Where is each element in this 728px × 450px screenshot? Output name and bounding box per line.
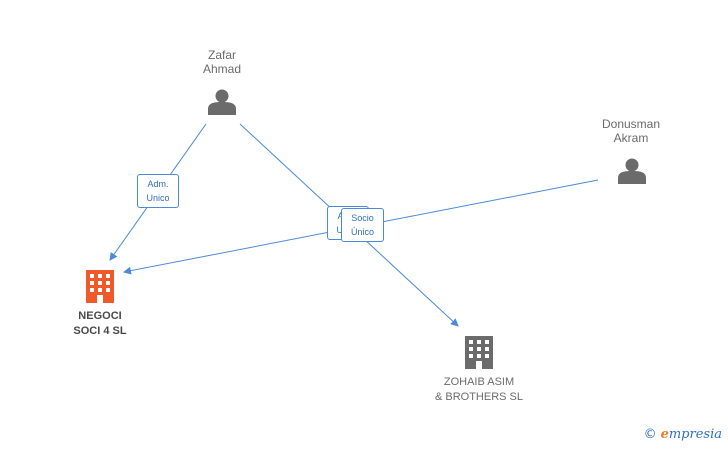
brand-initial: e xyxy=(660,427,669,442)
role-line: Adm. xyxy=(147,179,169,189)
brand-name: mpresia xyxy=(668,427,722,442)
edge-role-label[interactable]: Adm. Unico xyxy=(137,174,179,208)
person-name-donusman[interactable]: Donusman Akram xyxy=(585,117,677,145)
name-line: Akram xyxy=(613,131,649,145)
building-icon[interactable] xyxy=(86,270,114,303)
name-line: SOCI 4 SL xyxy=(73,325,127,337)
person-icon[interactable] xyxy=(208,89,236,116)
name-line: Ahmad xyxy=(202,62,242,76)
name-line: NEGOCI xyxy=(78,310,122,322)
name-line: & BROTHERS SL xyxy=(434,391,524,403)
person-icon[interactable] xyxy=(618,158,646,185)
role-line: Unico xyxy=(146,193,170,203)
role-line: Socio xyxy=(351,213,374,223)
person-name-zafar[interactable]: Zafar Ahmad xyxy=(182,48,262,76)
name-line: ZOHAIB ASIM xyxy=(443,376,515,388)
copyright-icon: © xyxy=(643,427,657,442)
edge-role-label[interactable]: Socio Único xyxy=(341,208,384,242)
role-line: Único xyxy=(350,227,374,237)
company-name-negoci[interactable]: NEGOCI SOCI 4 SL xyxy=(55,309,145,339)
name-line: Zafar xyxy=(207,48,236,62)
brand-logo: ©empresia xyxy=(644,427,722,442)
company-name-zohaib[interactable]: ZOHAIB ASIM & BROTHERS SL xyxy=(419,375,539,405)
name-line: Donusman xyxy=(601,117,661,131)
building-icon[interactable] xyxy=(465,336,493,369)
